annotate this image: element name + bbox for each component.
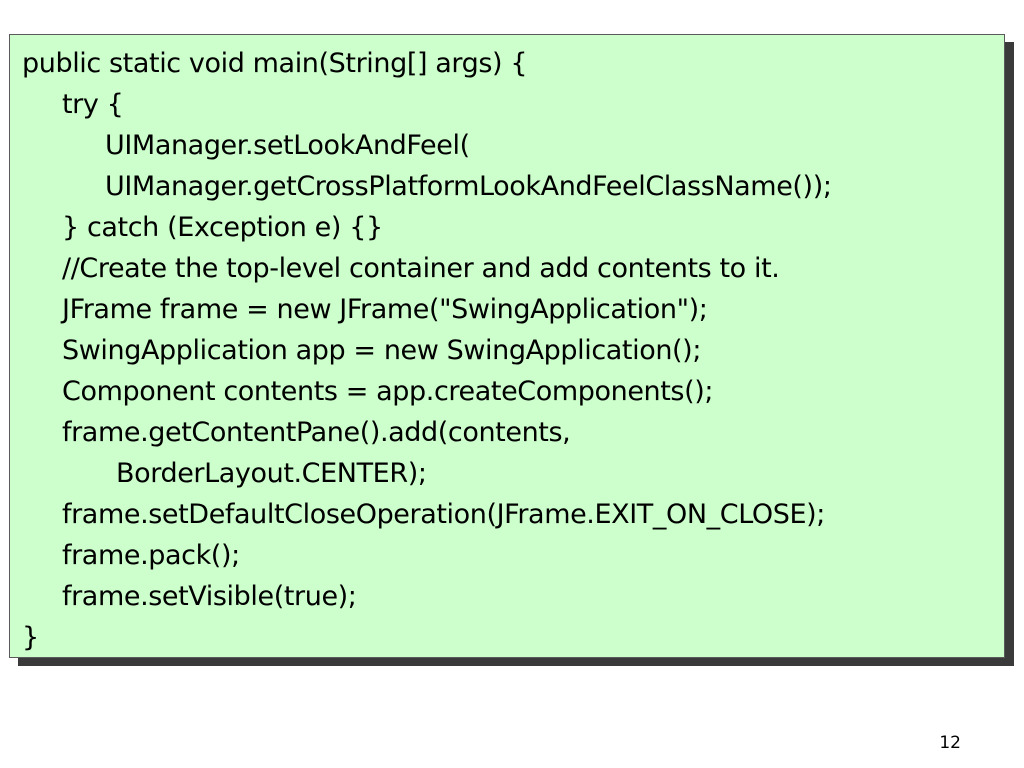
code-comment-line: //Create the top-level container and add… xyxy=(62,253,780,284)
code-line: UIManager.getCrossPlatformLookAndFeelCla… xyxy=(105,171,832,202)
code-line: try { xyxy=(62,89,124,120)
code-line: UIManager.setLookAndFeel( xyxy=(105,130,470,161)
code-line: frame.setDefaultCloseOperation(JFrame.EX… xyxy=(62,499,825,530)
code-line: SwingApplication app = new SwingApplicat… xyxy=(62,335,702,366)
code-line: frame.setVisible(true); xyxy=(62,581,357,612)
page-number: 12 xyxy=(939,733,961,753)
code-line: JFrame frame = new JFrame("SwingApplicat… xyxy=(62,294,708,325)
code-line: } catch (Exception e) {} xyxy=(62,212,383,243)
code-line: } xyxy=(22,622,39,653)
code-block: public static void main(String[] args) {… xyxy=(9,34,1005,658)
code-line: public static void main(String[] args) { xyxy=(22,48,528,79)
code-line: frame.pack(); xyxy=(62,540,240,571)
code-line: BorderLayout.CENTER); xyxy=(116,458,427,489)
code-line: Component contents = app.createComponent… xyxy=(62,376,714,407)
code-line: frame.getContentPane().add(contents, xyxy=(62,417,571,448)
